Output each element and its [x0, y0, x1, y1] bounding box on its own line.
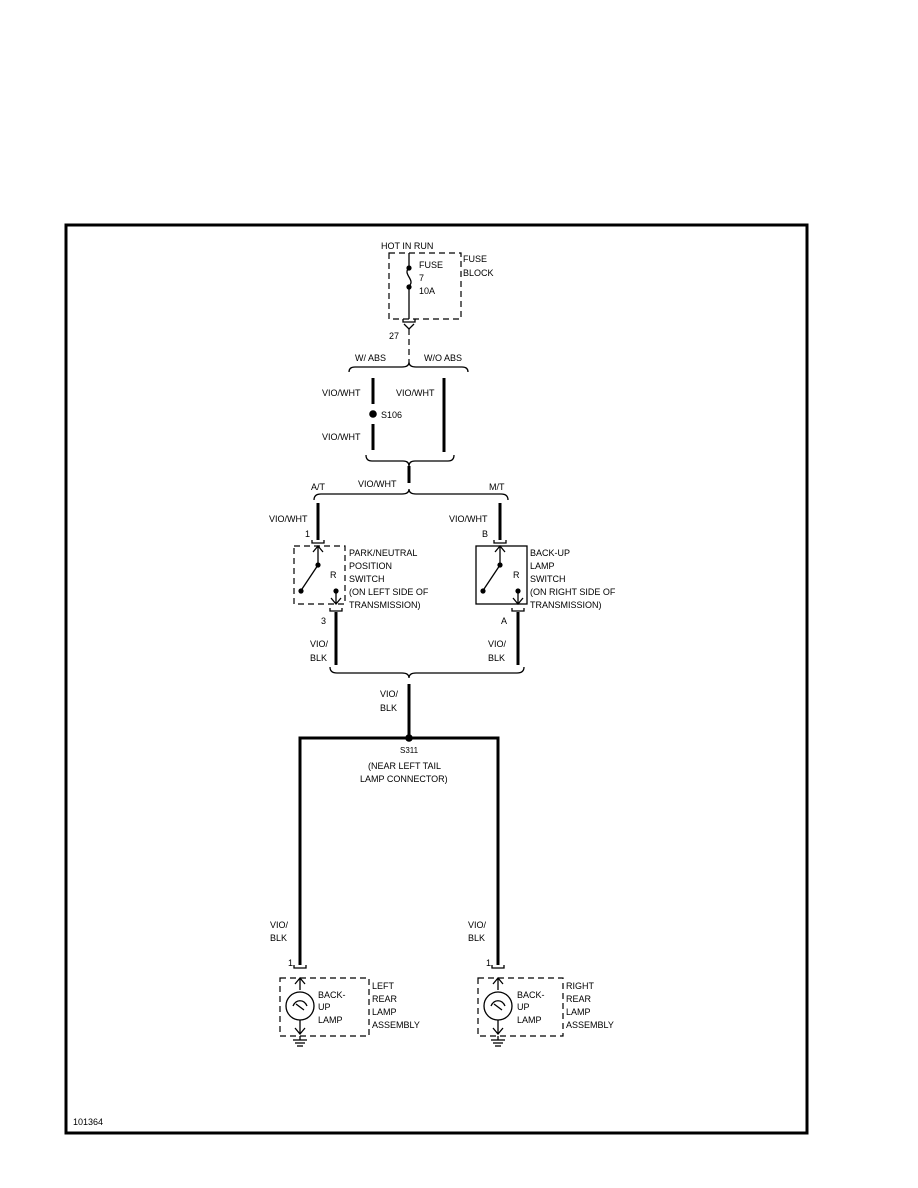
fuse-label: FUSE — [419, 260, 443, 270]
merge-section: VIO/ BLK S311 (NEAR LEFT TAIL LAMP CONNE… — [298, 666, 525, 965]
fuse-block: HOT IN RUN FUSE 7 10A FUSE BLOCK 27 — [381, 241, 494, 362]
backup-lamp-switch: VIO/WHT B R A BACK-UP LAMP SWITCH (ON RI… — [449, 503, 616, 665]
splice-s106-label: S106 — [381, 410, 402, 420]
fuse-block-outline — [388, 252, 462, 320]
abs-right-wire-label: VIO/WHT — [396, 388, 435, 398]
splice-s311-label: S311 — [400, 746, 419, 755]
bu-wire-out-1: VIO/ — [488, 639, 507, 649]
merge-wire-2: BLK — [380, 703, 397, 713]
bu-wire-in-label: VIO/WHT — [449, 514, 488, 524]
s311-wire-right — [409, 736, 500, 965]
merged-wire-label: VIO/WHT — [358, 479, 397, 489]
bu-desc-3: SWITCH — [530, 574, 566, 584]
pn-desc-1: PARK/NEUTRAL — [349, 548, 417, 558]
pn-pin-out: 3 — [321, 616, 326, 626]
auto-trans-label: A/T — [311, 482, 326, 492]
transmission-brace — [313, 488, 509, 501]
left-lamp-outline — [279, 977, 370, 1037]
left-wire-1: VIO/ — [270, 920, 289, 930]
pn-desc-2: POSITION — [349, 561, 392, 571]
bu-desc-1: BACK-UP — [530, 548, 570, 558]
bu-wire-out-2: BLK — [488, 653, 505, 663]
s311-note-1: (NEAR LEFT TAIL — [368, 761, 441, 771]
left-assembly-2: REAR — [372, 994, 398, 1004]
left-pin: 1 — [288, 958, 293, 968]
left-ground-icon — [293, 1039, 307, 1047]
merge-wire-1: VIO/ — [380, 689, 399, 699]
right-lamp-text-3: LAMP — [517, 1015, 542, 1025]
bu-desc-4: (ON RIGHT SIDE OF — [530, 587, 616, 597]
left-rear-lamp: VIO/ BLK 1 BACK- UP LAMP LEFT REAR LAMP … — [270, 920, 420, 1047]
right-lamp-text-1: BACK- — [517, 990, 545, 1000]
abs-top-brace — [348, 361, 469, 373]
pn-pin-in: 1 — [305, 529, 310, 539]
left-assembly-1: LEFT — [372, 981, 395, 991]
right-rear-lamp: VIO/ BLK 1 BACK- UP LAMP RIGHT REAR LAMP… — [468, 920, 614, 1047]
bu-desc-2: LAMP — [530, 561, 555, 571]
right-ground-icon — [491, 1039, 505, 1047]
s311-note-2: LAMP CONNECTOR) — [360, 774, 448, 784]
pn-desc-4: (ON LEFT SIDE OF — [349, 587, 429, 597]
pn-desc-3: SWITCH — [349, 574, 385, 584]
right-bulb-icon — [483, 991, 513, 1021]
abs-left-wire-bottom-label: VIO/WHT — [322, 432, 361, 442]
right-wire-2: BLK — [468, 933, 485, 943]
left-assembly-3: LAMP — [372, 1007, 397, 1017]
merge-brace — [329, 666, 525, 679]
pn-wire-out-2: BLK — [310, 653, 327, 663]
left-lamp-text-2: UP — [318, 1002, 331, 1012]
pn-wire-in-label: VIO/WHT — [269, 514, 308, 524]
right-assembly-1: RIGHT — [566, 981, 595, 991]
pn-desc-5: TRANSMISSION) — [349, 600, 421, 610]
right-wire-1: VIO/ — [468, 920, 487, 930]
fuse-block-label-1: FUSE — [463, 254, 487, 264]
right-pin: 1 — [486, 958, 491, 968]
pn-wire-out-1: VIO/ — [310, 639, 329, 649]
pn-pos-r: R — [330, 570, 337, 580]
transmission-branch: VIO/WHT A/T M/T — [311, 466, 509, 501]
fuse-rating: 10A — [419, 286, 435, 296]
bu-pin-in: B — [482, 529, 488, 539]
right-lamp-outline — [477, 977, 564, 1037]
with-abs-label: W/ ABS — [355, 353, 386, 363]
bu-switch-outline — [475, 545, 528, 605]
fuse-block-label-2: BLOCK — [463, 268, 494, 278]
abs-left-wire-top-label: VIO/WHT — [322, 388, 361, 398]
manual-trans-label: M/T — [489, 482, 505, 492]
left-lamp-text-3: LAMP — [318, 1015, 343, 1025]
splice-s106 — [369, 410, 377, 418]
left-wire-2: BLK — [270, 933, 287, 943]
park-neutral-switch: VIO/WHT 1 R 3 PARK/NEUTRAL POSITION SWIT… — [269, 503, 429, 665]
right-lamp-text-2: UP — [517, 1002, 530, 1012]
right-assembly-4: ASSEMBLY — [566, 1020, 614, 1030]
left-lamp-text-1: BACK- — [318, 990, 346, 1000]
left-bulb-icon — [285, 991, 315, 1021]
abs-branch: W/ ABS W/O ABS VIO/WHT VIO/WHT S106 VIO/… — [322, 353, 469, 467]
figure-id: 101364 — [73, 1117, 103, 1127]
bu-pin-out: A — [501, 616, 507, 626]
hot-in-run-label: HOT IN RUN — [381, 241, 433, 251]
bu-desc-5: TRANSMISSION) — [530, 600, 602, 610]
abs-bottom-brace — [365, 454, 455, 467]
s311-wire-left — [298, 736, 409, 965]
bu-pos-r: R — [513, 570, 520, 580]
pn-switch-outline — [293, 545, 346, 605]
without-abs-label: W/O ABS — [424, 353, 462, 363]
right-assembly-2: REAR — [566, 994, 592, 1004]
fuse-number: 7 — [419, 273, 424, 283]
fuse-pin-27: 27 — [389, 331, 399, 341]
right-assembly-3: LAMP — [566, 1007, 591, 1017]
diagram-frame — [64, 223, 809, 1135]
left-assembly-4: ASSEMBLY — [372, 1020, 420, 1030]
